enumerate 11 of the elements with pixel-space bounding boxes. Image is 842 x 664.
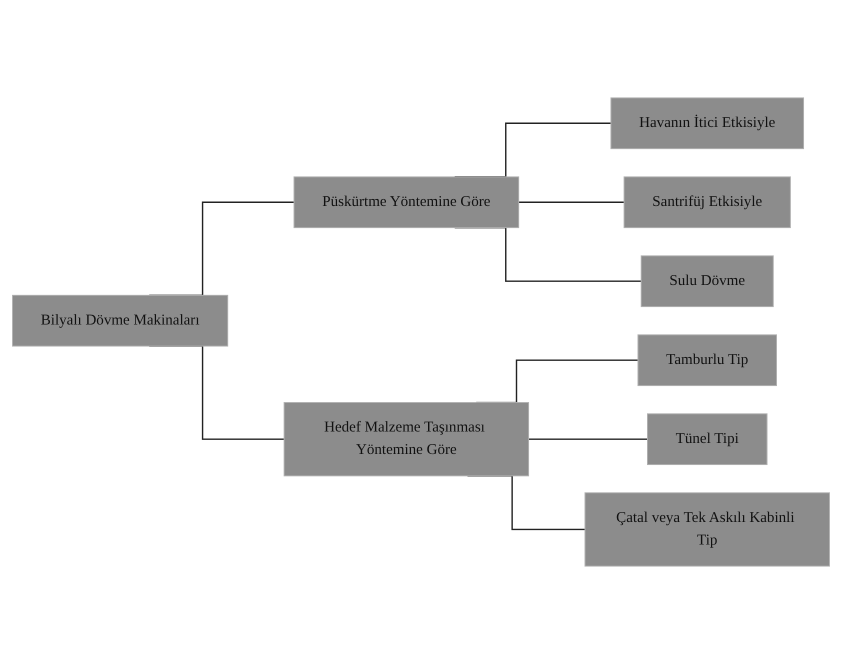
node-box: Tamburlu Tip	[638, 334, 777, 386]
node-box: Tünel Tipi	[647, 413, 768, 466]
connector	[518, 202, 624, 203]
node-box: Çatal veya Tek Askılı Kabinli Tip	[584, 492, 830, 567]
node-box: Sulu Dövme	[640, 255, 774, 308]
node-box: Bilyalı Dövme Makinaları	[12, 294, 228, 347]
node-box: Püskürtme Yöntemine Göre	[294, 176, 520, 228]
connector	[528, 438, 648, 440]
node-box: Havanın İtici Etkisiyle	[610, 97, 804, 150]
node-box: Santrifüj Etkisiyle	[624, 176, 791, 228]
node-box: Hedef Malzeme Taşınması Yöntemine Göre	[284, 402, 530, 476]
